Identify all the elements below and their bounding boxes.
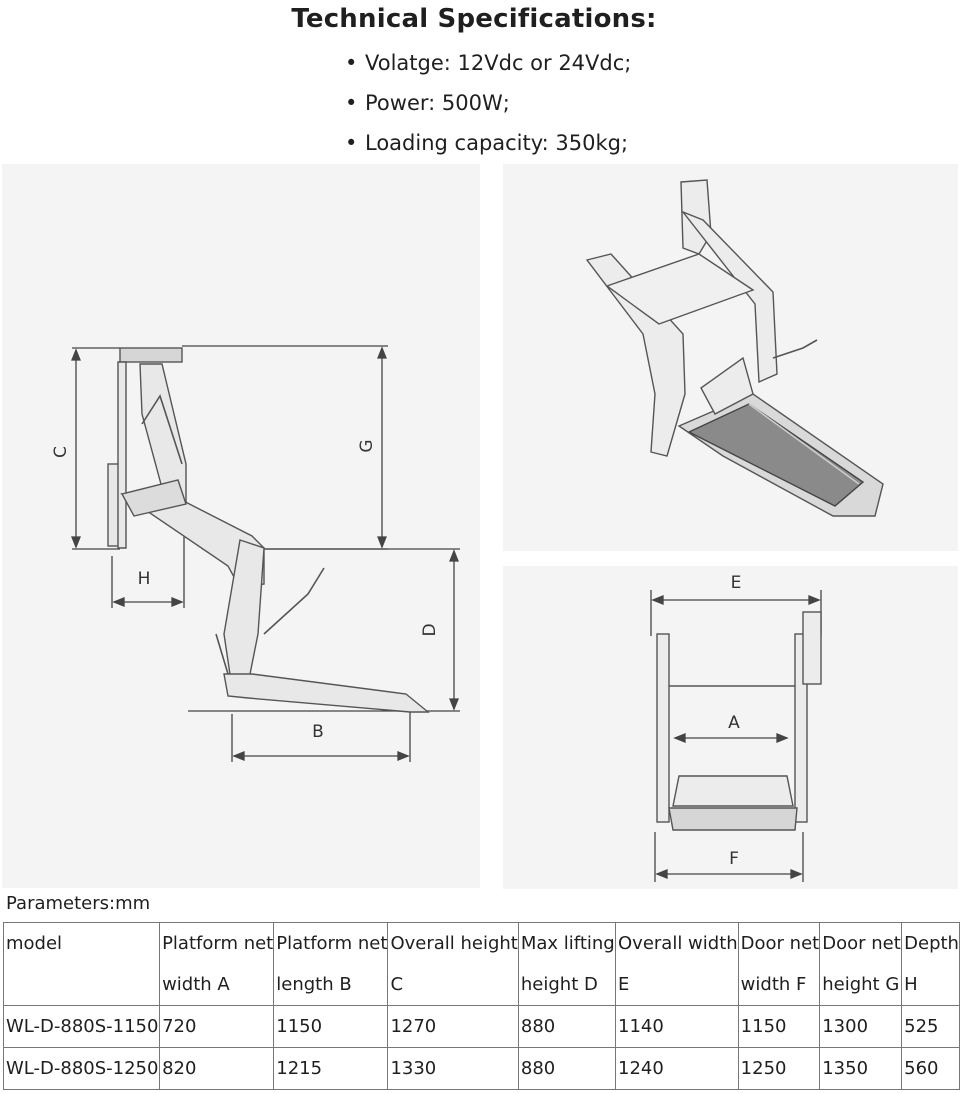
side-view-diagram: C G D H B — [2, 164, 480, 888]
label-c: C — [51, 446, 71, 458]
cell-model: WL-D-880S-1150 — [2, 1005, 161, 1048]
label-g: G — [357, 439, 377, 452]
page-title: Technical Specifications: — [291, 4, 657, 34]
table-row: WL-D-880S-1250 820 1215 1330 880 1240 12… — [2, 1047, 960, 1090]
table-row: WL-D-880S-1150 720 1150 1270 880 1140 11… — [2, 1005, 960, 1048]
cell-model: WL-D-880S-1250 — [2, 1047, 161, 1090]
cell: 820 — [159, 1047, 275, 1090]
isometric-view-drawing — [585, 179, 884, 517]
bullet-icon: • — [345, 51, 358, 75]
header-model: model — [2, 922, 161, 1006]
cell: 1215 — [273, 1047, 389, 1090]
spec-text: Power: 500W; — [365, 91, 510, 115]
spec-text: Loading capacity: 350kg; — [365, 131, 629, 155]
spec-item: • Loading capacity: 350kg; — [345, 126, 631, 166]
label-d: D — [420, 623, 440, 636]
cell: 1330 — [387, 1047, 519, 1090]
spec-list: •Volatge: 12Vdc or 24Vdc; •Power: 500W; … — [345, 46, 631, 166]
cell: 525 — [901, 1005, 960, 1048]
cell: 880 — [517, 1005, 617, 1048]
cell: 1350 — [819, 1047, 903, 1090]
front-view-drawing: E A F — [650, 573, 822, 882]
bullet-icon: • — [345, 91, 358, 115]
label-b: B — [312, 722, 324, 742]
isometric-view-diagram — [503, 164, 958, 551]
label-a: A — [728, 713, 740, 733]
cell: 1140 — [615, 1005, 739, 1048]
parameters-caption: Parameters:mm — [6, 893, 151, 914]
spec-item: • Power: 500W; — [345, 86, 631, 126]
front-view-diagram: E A F — [503, 566, 958, 889]
cell: 880 — [517, 1047, 617, 1090]
side-view-drawing: C G D H B — [51, 345, 460, 762]
cell: 1270 — [387, 1005, 519, 1048]
cell: 1150 — [273, 1005, 389, 1048]
bullet-icon: • — [345, 131, 358, 155]
spec-text: Volatge: 12Vdc or 24Vdc; — [365, 51, 632, 75]
cell: 720 — [159, 1005, 275, 1048]
cell: 560 — [901, 1047, 960, 1090]
spec-item: • Volatge: 12Vdc or 24Vdc; — [345, 46, 631, 86]
cell: 1240 — [615, 1047, 739, 1090]
label-f: F — [729, 849, 739, 869]
cell: 1250 — [737, 1047, 821, 1090]
cell: 1150 — [737, 1005, 821, 1048]
cell: 1300 — [819, 1005, 903, 1048]
label-e: E — [731, 573, 742, 593]
label-h: H — [138, 569, 151, 589]
